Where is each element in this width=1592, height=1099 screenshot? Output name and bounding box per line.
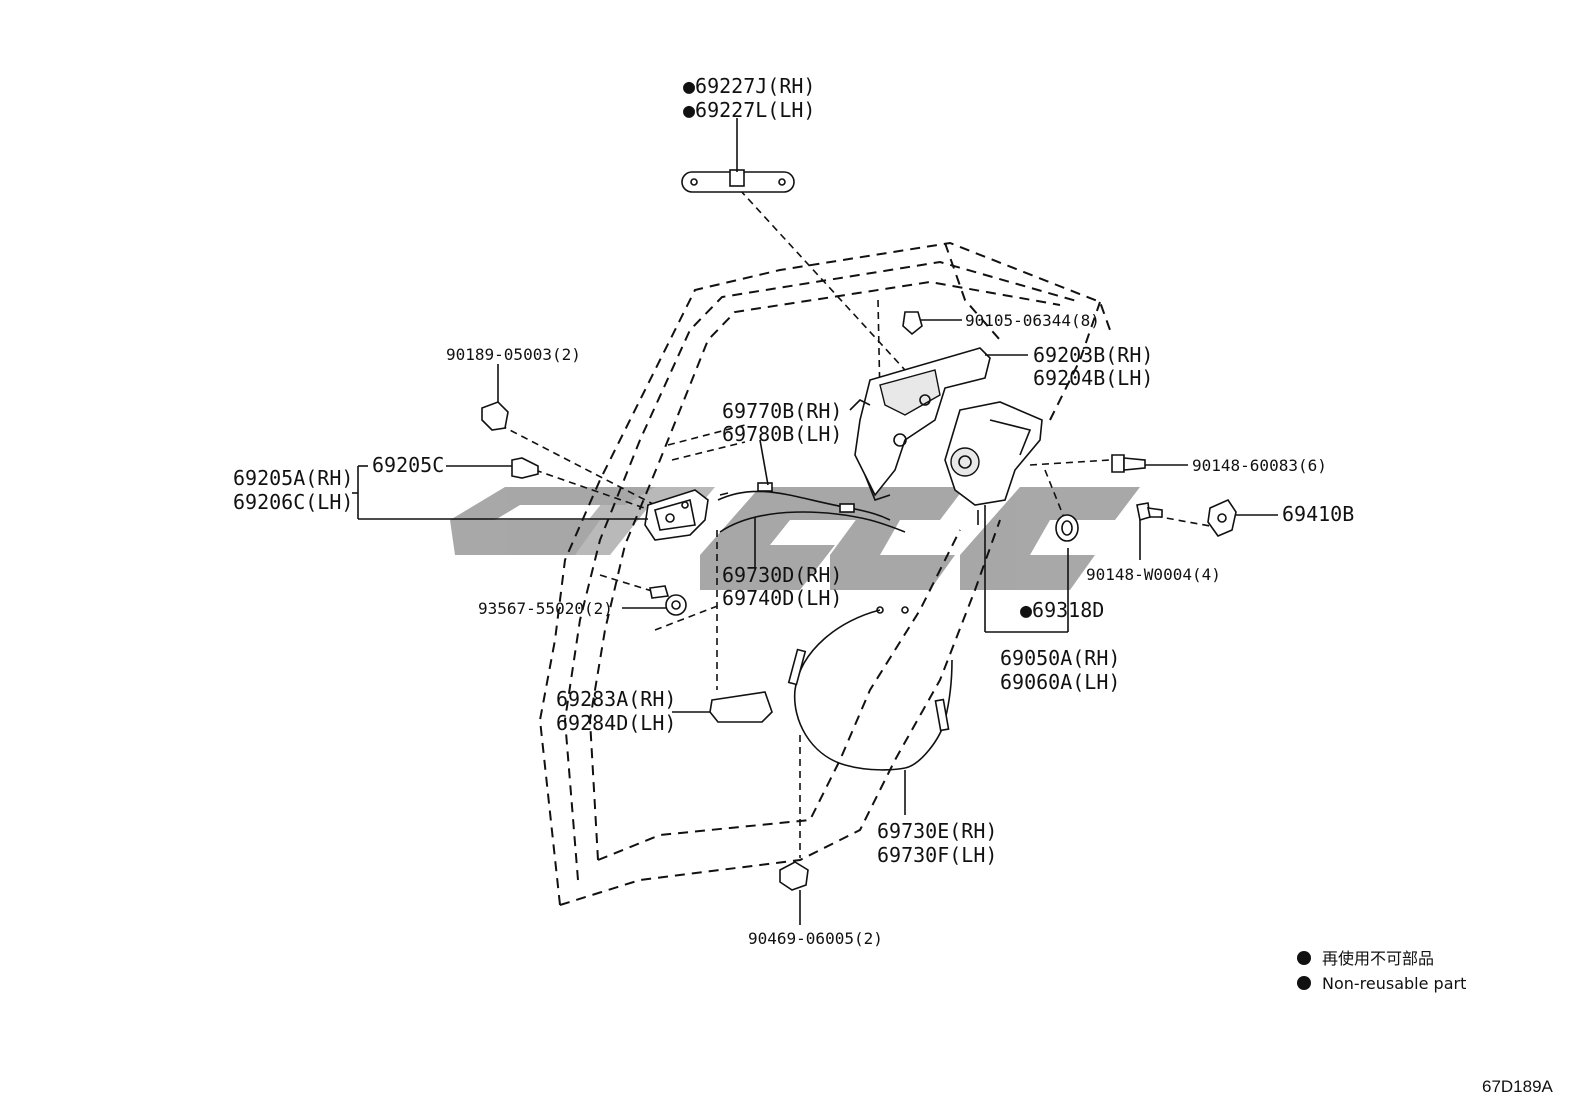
label-69227-rh: ●69227J(RH) — [683, 74, 815, 98]
label-69283-rh: 69283A(RH) — [556, 687, 676, 711]
label-90469: 90469-06005(2) — [748, 929, 883, 948]
door-lock-motor-69050[interactable] — [944, 401, 1069, 633]
label-69740d-lh: 69740D(LH) — [722, 586, 842, 610]
striker-69410[interactable] — [1207, 498, 1278, 537]
non-reusable-dot-icon — [1297, 951, 1311, 965]
screw-90148-60083[interactable] — [1111, 454, 1188, 473]
label-90189: 90189-05003(2) — [446, 345, 581, 364]
pin-69205c[interactable] — [446, 457, 539, 479]
label-69203-rh: 69203B(RH) — [1033, 343, 1153, 367]
screw-90148-w0004[interactable] — [1136, 502, 1163, 560]
clip-90189[interactable] — [481, 364, 509, 431]
label-69730d-rh: 69730D(RH) — [722, 563, 842, 587]
part-labels: ●69227J(RH) ●69227L(LH) 90105-06344(8) 6… — [233, 74, 1354, 948]
label-69227-lh: ●69227L(LH) — [683, 98, 815, 122]
rod-guide-69227[interactable] — [681, 169, 795, 193]
legend-japanese: 再使用不可部品 — [1322, 949, 1434, 968]
label-69206-lh: 69206C(LH) — [233, 490, 353, 514]
inside-handle-69205[interactable] — [644, 489, 709, 541]
cable-69730e[interactable] — [787, 606, 953, 815]
cover-69283[interactable] — [672, 691, 773, 723]
label-90148-60083: 90148-60083(6) — [1192, 456, 1327, 475]
label-69318: ●69318D — [1020, 598, 1104, 622]
bracket-lines-69205 — [352, 465, 648, 520]
label-69205-rh: 69205A(RH) — [233, 466, 353, 490]
label-69730f-lh: 69730F(LH) — [877, 843, 997, 867]
legend: 再使用不可部品 Non-reusable part — [1297, 949, 1466, 993]
door-lock-assembly-69203[interactable] — [849, 347, 1028, 501]
screw-93567[interactable] — [622, 585, 687, 616]
diagram-code: 67D189A — [1482, 1077, 1554, 1096]
label-69060-lh: 69060A(LH) — [1000, 670, 1120, 694]
label-69780-lh: 69780B(LH) — [722, 422, 842, 446]
cable-69730d[interactable] — [719, 511, 906, 568]
cable-69770[interactable] — [717, 439, 891, 521]
non-reusable-dot-icon — [1297, 976, 1311, 990]
label-69284-lh: 69284D(LH) — [556, 711, 676, 735]
label-leaders — [736, 118, 979, 525]
label-69410: 69410B — [1282, 502, 1354, 526]
seal-69318[interactable] — [1055, 514, 1079, 542]
label-69730e-rh: 69730E(RH) — [877, 819, 997, 843]
bolt-90105[interactable] — [902, 311, 962, 336]
door-outline — [538, 241, 1111, 906]
label-69205c: 69205C — [372, 453, 444, 477]
label-90148-w0004: 90148-W0004(4) — [1086, 565, 1221, 584]
legend-english: Non-reusable part — [1322, 974, 1466, 993]
label-69204-lh: 69204B(LH) — [1033, 366, 1153, 390]
label-90105: 90105-06344(8) — [965, 311, 1100, 330]
label-69770-rh: 69770B(RH) — [722, 399, 842, 423]
label-69050-rh: 69050A(RH) — [1000, 646, 1120, 670]
connection-lines — [499, 189, 1211, 858]
clip-90469[interactable] — [779, 861, 809, 925]
label-93567: 93567-55020(2) — [478, 599, 613, 618]
